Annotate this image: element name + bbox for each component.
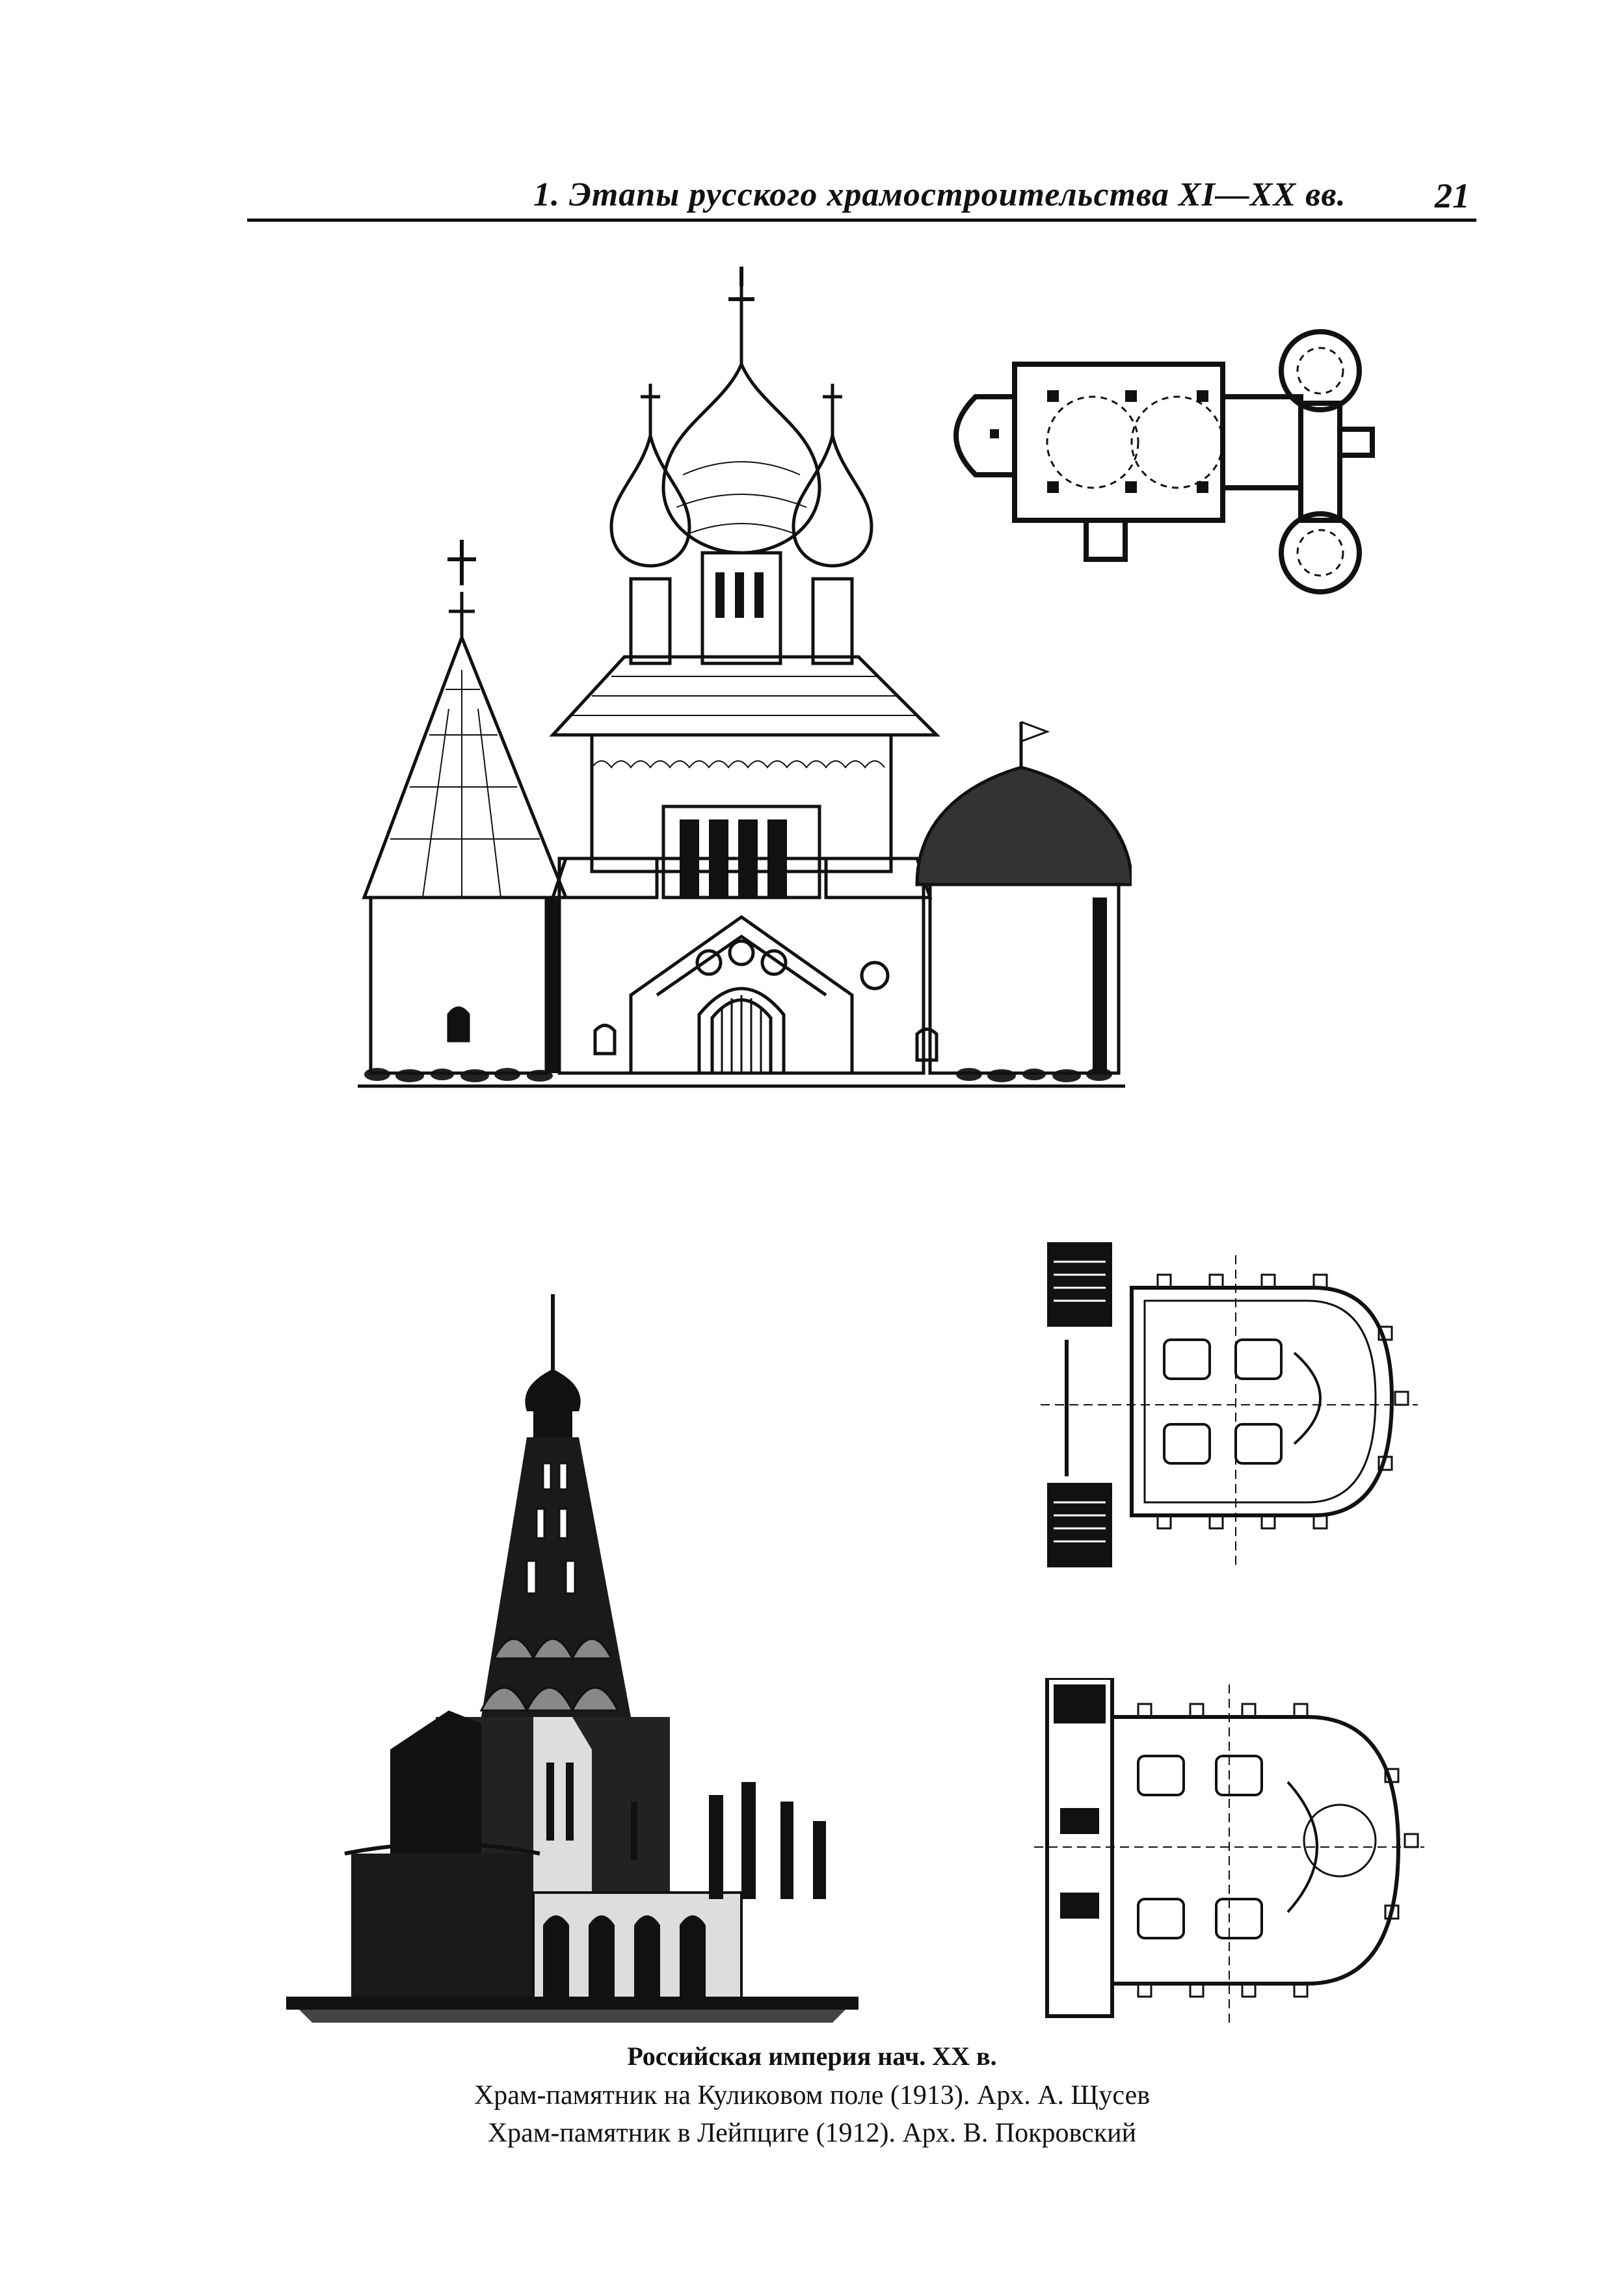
page-number: 21 (1435, 176, 1470, 215)
leipzig-church-drawing (286, 1294, 859, 2023)
running-header: 1. Этапы русского храмостроительства XI—… (247, 176, 1476, 222)
leipzig-floor-plan-upper (1041, 1242, 1418, 1567)
figure-caption-line: Храм-памятник в Лейпциге (1912). Арх. В.… (487, 2118, 1137, 2148)
running-title: 1. Этапы русского храмостроительства XI—… (533, 176, 1346, 213)
figure-caption-title: Российская империя нач. XX в. (627, 2042, 997, 2071)
kulikovo-floor-plan (953, 329, 1375, 594)
header-rule (247, 219, 1476, 222)
figure-caption-line: Храм-памятник на Куликовом поле (1913). … (473, 2081, 1151, 2110)
leipzig-floor-plan-lower (1034, 1678, 1424, 2023)
kulikovo-elevation-drawing (358, 267, 1132, 1088)
